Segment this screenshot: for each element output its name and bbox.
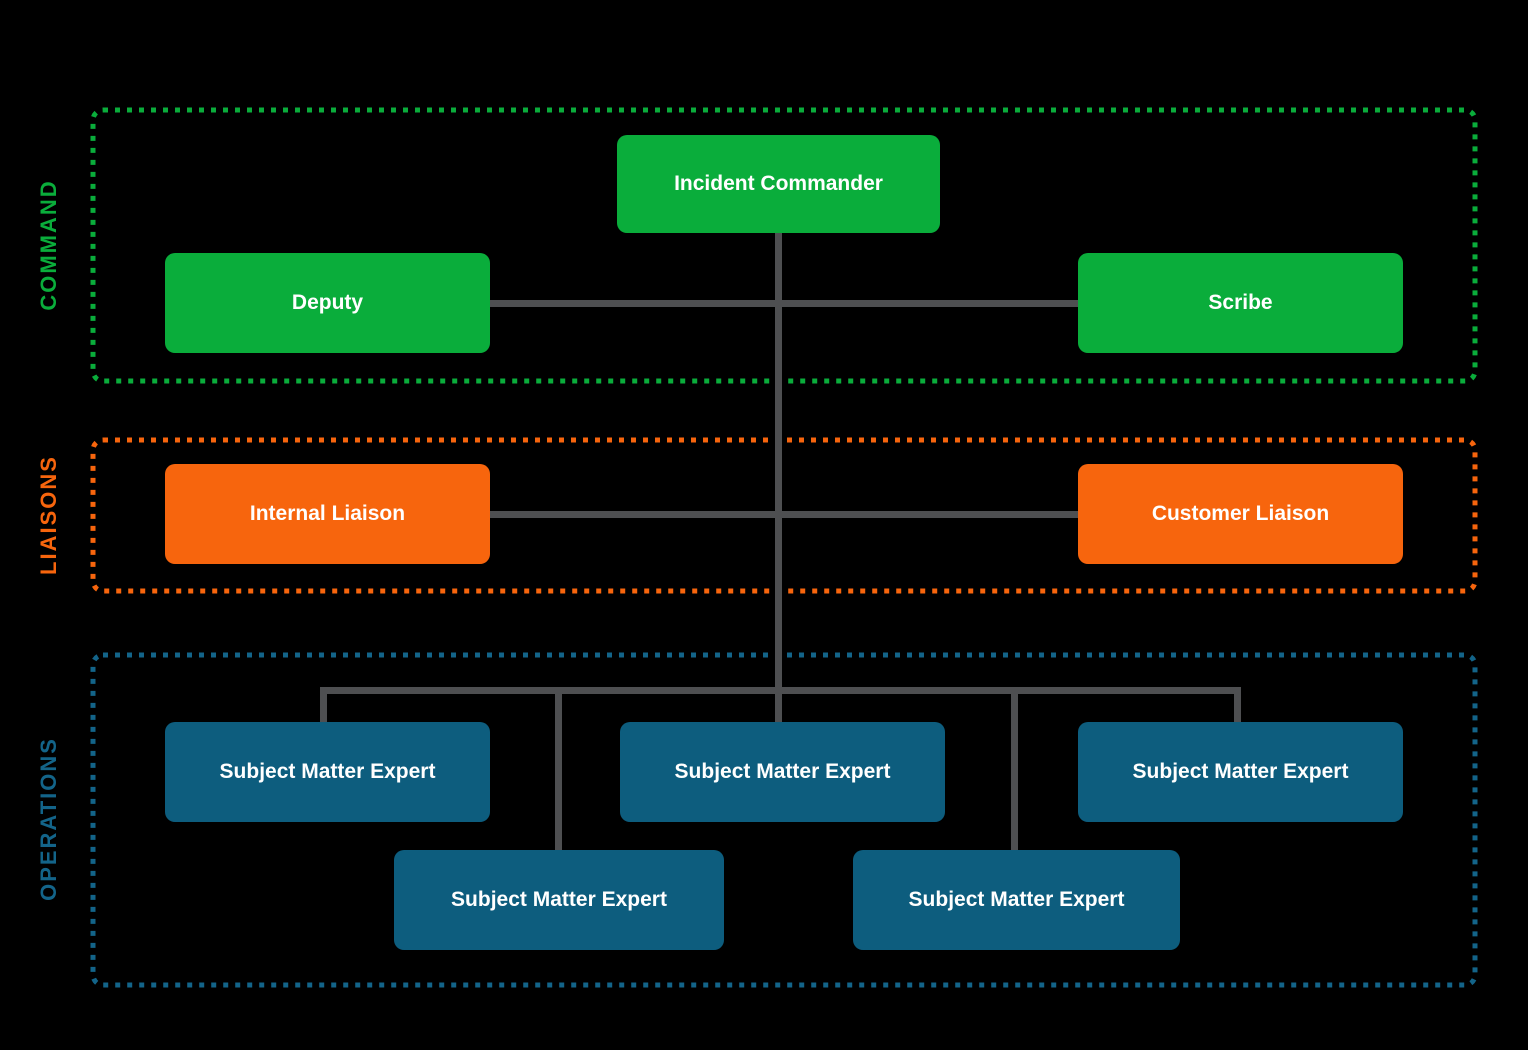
node-deputy-label: Deputy (291, 291, 364, 314)
connector-drop-sme-4 (555, 687, 562, 855)
node-scribe: Scribe (1078, 253, 1403, 353)
connector-liaisons (490, 511, 1078, 518)
node-incident-commander-label: Incident Commander (674, 172, 883, 195)
connector-drop-sme-1 (320, 687, 327, 727)
node-internal-liaison: Internal Liaison (165, 464, 490, 564)
section-liaisons-frame (90, 437, 1478, 594)
node-sme-5: Subject Matter Expert (853, 850, 1180, 950)
node-sme-2: Subject Matter Expert (620, 722, 945, 822)
node-sme-4-label: Subject Matter Expert (451, 888, 667, 911)
section-command-frame (90, 107, 1478, 384)
section-command-border (90, 107, 1478, 384)
section-label-operations: OPERATIONS (36, 737, 61, 901)
connector-ic-trunk (775, 233, 782, 725)
connector-drop-sme-3 (1234, 687, 1241, 727)
connector-operations-bar (320, 687, 1241, 694)
node-sme-5-label: Subject Matter Expert (908, 888, 1125, 911)
node-deputy: Deputy (165, 253, 490, 353)
section-label-command: COMMAND (36, 179, 61, 311)
node-internal-liaison-label: Internal Liaison (249, 502, 406, 525)
node-sme-3-label: Subject Matter Expert (1132, 760, 1349, 783)
node-sme-1: Subject Matter Expert (165, 722, 490, 822)
node-sme-4: Subject Matter Expert (394, 850, 724, 950)
node-sme-3: Subject Matter Expert (1078, 722, 1403, 822)
node-customer-liaison: Customer Liaison (1078, 464, 1403, 564)
section-liaisons-border (90, 437, 1478, 594)
section-label-liaisons: LIAISONS (36, 455, 61, 575)
connector-drop-sme-5 (1011, 687, 1018, 855)
node-scribe-label: Scribe (1208, 291, 1273, 314)
node-incident-commander: Incident Commander (617, 135, 940, 233)
connector-deputy-scribe (490, 300, 1078, 307)
node-customer-liaison-label: Customer Liaison (1151, 502, 1330, 525)
node-sme-2-label: Subject Matter Expert (674, 760, 891, 783)
node-sme-1-label: Subject Matter Expert (219, 760, 436, 783)
